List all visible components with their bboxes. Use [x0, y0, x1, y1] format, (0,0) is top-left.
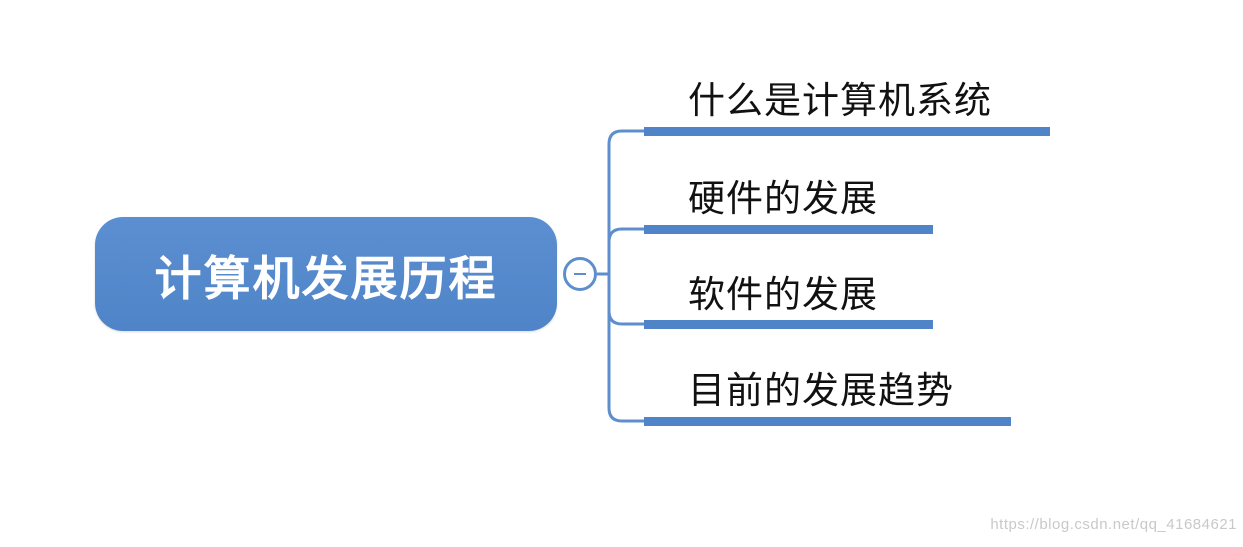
branch-topic-current-trends[interactable]: 目前的发展趋势: [688, 369, 954, 412]
watermark-text: https://blog.csdn.net/qq_41684621: [990, 516, 1237, 533]
branch-underline: [644, 127, 1050, 136]
minus-icon: [574, 273, 586, 275]
root-topic-node[interactable]: 计算机发展历程: [95, 217, 557, 331]
connector-branch-2: [607, 227, 644, 274]
branch-underline: [644, 225, 933, 234]
connector-branch-1: [607, 129, 644, 274]
branch-underline: [644, 320, 933, 329]
branch-topic-software-development[interactable]: 软件的发展: [688, 273, 878, 316]
branch-topic-hardware-development[interactable]: 硬件的发展: [688, 177, 878, 220]
connector-branch-4: [607, 274, 644, 423]
branch-underline: [644, 417, 1011, 426]
root-topic-label: 计算机发展历程: [154, 251, 498, 307]
connector-branch-3: [607, 274, 644, 326]
collapse-toggle-button[interactable]: [563, 257, 597, 291]
branch-topic-what-is-computer-system[interactable]: 什么是计算机系统: [688, 79, 992, 122]
